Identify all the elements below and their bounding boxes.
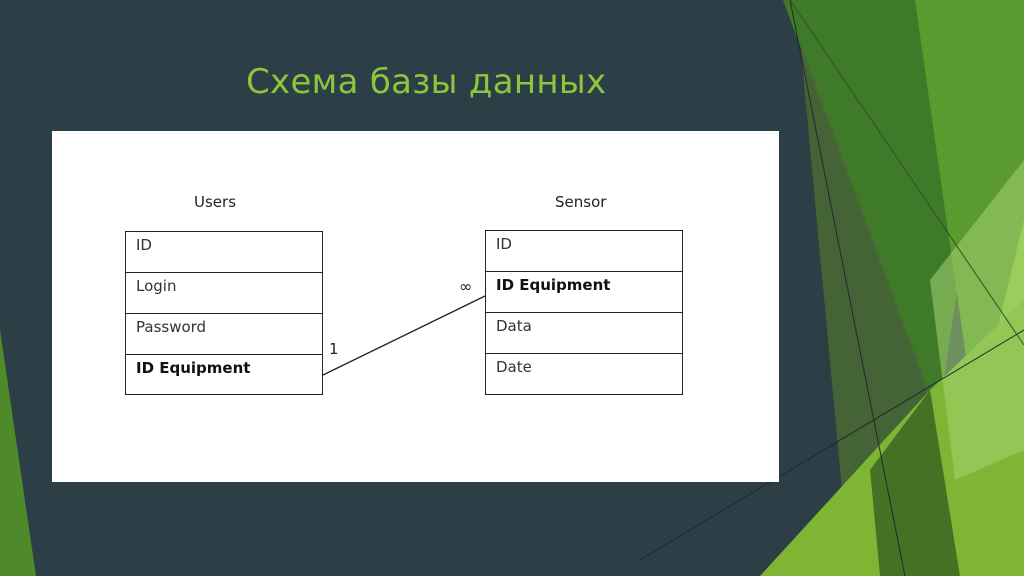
relationship-svg — [322, 295, 486, 376]
decor-thin-line-3 — [789, 0, 1024, 346]
field-users-password: Password — [126, 314, 322, 355]
entity-title-sensor: Sensor — [555, 193, 607, 211]
entity-title-users: Users — [194, 193, 237, 211]
field-users-login: Login — [126, 273, 322, 314]
diagram-canvas: Users ID Login Password ID Equipment Sen… — [52, 131, 779, 482]
field-sensor-data: Data — [486, 313, 682, 354]
field-sensor-id: ID — [486, 231, 682, 272]
entity-table-users: ID Login Password ID Equipment — [125, 231, 323, 395]
decor-shape-translucent-band — [930, 160, 1024, 480]
cardinality-one: 1 — [329, 340, 339, 358]
field-sensor-date: Date — [496, 358, 532, 376]
decor-thin-line-1 — [789, 0, 906, 576]
cardinality-many: ∞ — [459, 277, 473, 296]
decor-shape-dark-strip-bottom — [870, 390, 960, 576]
field-users-id: ID — [126, 232, 322, 273]
relationship-line — [322, 295, 486, 376]
entity-table-sensor: ID ID Equipment Data Date — [485, 230, 683, 395]
slide-title: Схема базы данных — [246, 62, 607, 102]
field-users-id-equipment: ID Equipment — [136, 359, 251, 377]
decor-shape-left-green-sliver — [0, 330, 36, 576]
decor-thin-line-2 — [639, 329, 1024, 561]
field-sensor-id-equipment: ID Equipment — [486, 272, 682, 313]
